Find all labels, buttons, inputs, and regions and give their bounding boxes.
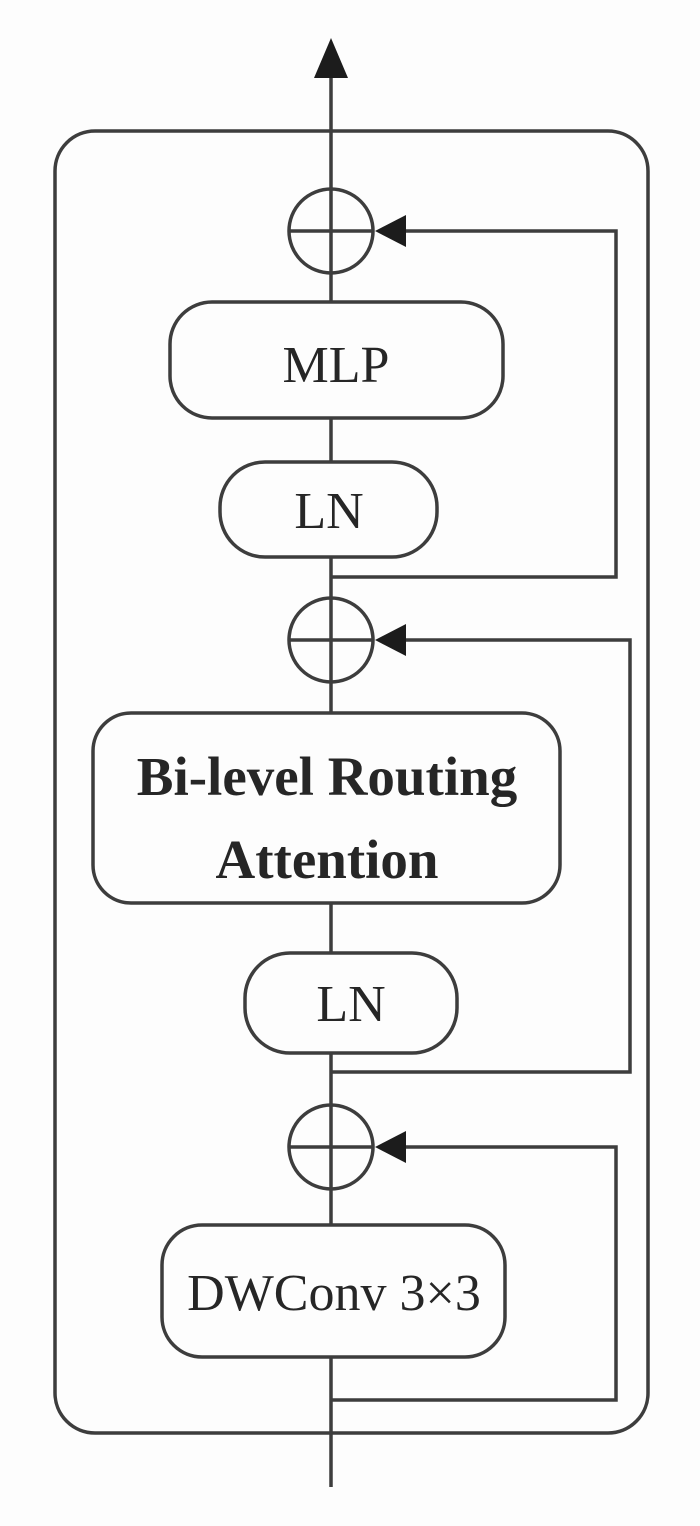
residual-arrowhead-top-icon <box>375 215 406 247</box>
dwconv-box <box>160 1223 507 1359</box>
ln-bottom-label: LN <box>316 976 385 1033</box>
residual-connection-attention <box>331 638 632 1074</box>
add-operator-bottom-icon <box>287 1103 375 1191</box>
residual-connection-dwconv <box>331 1145 618 1402</box>
mlp-box <box>168 300 505 420</box>
dwconv-label: DWConv 3×3 <box>187 1265 481 1322</box>
attention-label-line2: Attention <box>215 829 438 890</box>
ln-top-box <box>218 460 439 559</box>
mlp-label: MLP <box>283 337 390 394</box>
add-operator-top-icon <box>287 187 375 275</box>
add-operator-middle-icon <box>287 596 375 684</box>
ln-top-label: LN <box>294 483 363 540</box>
residual-connection-mlp <box>331 229 618 579</box>
diagram-linework <box>53 72 650 1487</box>
block-container-border <box>53 129 650 1435</box>
output-arrowhead-icon <box>314 38 348 78</box>
diagram-arrowheads <box>314 38 406 1163</box>
residual-arrowhead-middle-icon <box>375 624 406 656</box>
attention-label-line1: Bi-level Routing <box>137 746 517 807</box>
residual-arrowhead-bottom-icon <box>375 1131 406 1163</box>
ln-bottom-box <box>243 951 459 1055</box>
attention-box <box>91 711 562 905</box>
